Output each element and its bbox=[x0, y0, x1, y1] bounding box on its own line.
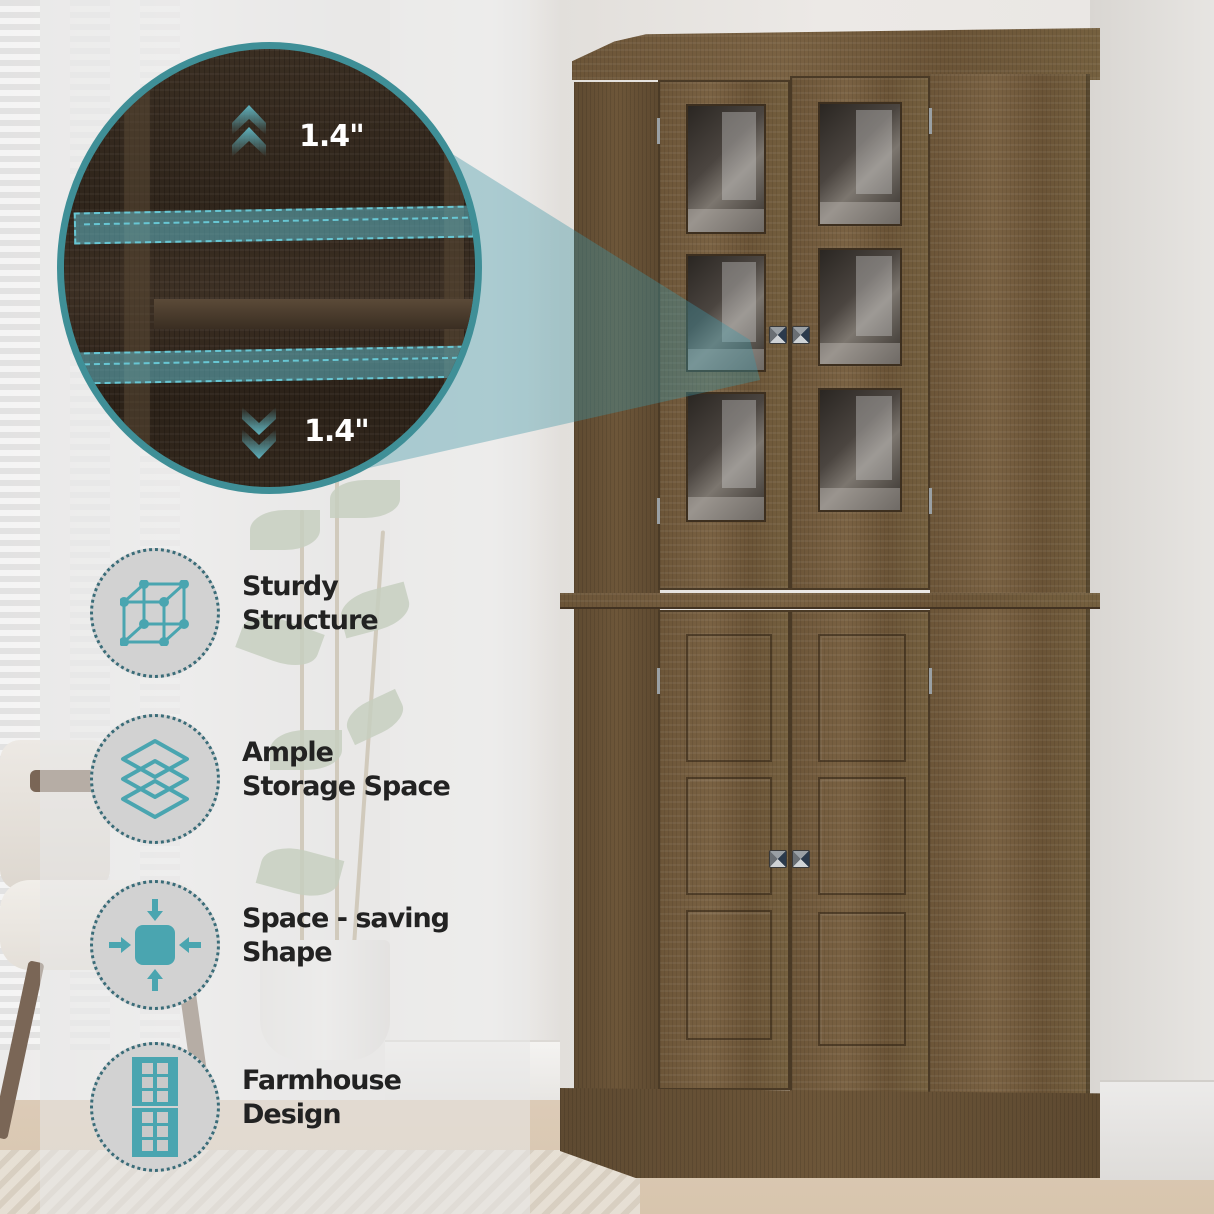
feature-title-line1: Farmhouse bbox=[242, 1065, 402, 1096]
hinge bbox=[929, 108, 932, 134]
cabinet-door-icon bbox=[132, 1057, 178, 1157]
feature-farmhouse-design: Farmhouse Design bbox=[90, 1042, 530, 1182]
layers-icon bbox=[121, 739, 189, 819]
glass-pane bbox=[818, 248, 902, 366]
feature-title-line2: Shape bbox=[242, 937, 333, 968]
feature-title-line2: Structure bbox=[242, 605, 379, 636]
door-knob[interactable] bbox=[792, 850, 810, 868]
feature-space-saving: Space - saving Shape bbox=[90, 880, 530, 1020]
glass-pane bbox=[818, 102, 902, 226]
door-knob[interactable] bbox=[792, 326, 810, 344]
lower-door-left[interactable] bbox=[658, 610, 790, 1090]
shelf-position-upper bbox=[73, 205, 475, 245]
door-knob[interactable] bbox=[769, 850, 787, 868]
shelf-position-lower bbox=[73, 345, 475, 385]
hinge bbox=[657, 668, 660, 694]
feature-title-line1: Sturdy bbox=[242, 571, 339, 602]
door-knob[interactable] bbox=[769, 326, 787, 344]
cabinet-crown bbox=[572, 28, 1100, 80]
hinge bbox=[929, 668, 932, 694]
cube-structure-icon bbox=[120, 580, 189, 646]
corner-cabinet bbox=[560, 28, 1100, 1178]
wall-corner bbox=[1090, 0, 1214, 1214]
shelf-adjust-up-measure: 1.4" bbox=[299, 119, 365, 154]
feature-title-line2: Storage Space bbox=[242, 771, 451, 802]
cabinet-middle-ledge bbox=[560, 593, 1100, 609]
hinge bbox=[929, 488, 932, 514]
hinge bbox=[657, 118, 660, 144]
baseboard bbox=[1100, 1080, 1214, 1180]
glass-pane bbox=[686, 104, 766, 234]
lower-door-right[interactable] bbox=[790, 610, 930, 1094]
upper-door-left[interactable] bbox=[658, 80, 790, 590]
shelf-adjust-down-measure: 1.4" bbox=[304, 414, 370, 449]
hinge bbox=[657, 498, 660, 524]
compress-arrows-icon bbox=[109, 899, 201, 991]
double-chevron-down-icon bbox=[242, 407, 276, 459]
upper-door-right[interactable] bbox=[790, 76, 930, 590]
feature-title-line2: Design bbox=[242, 1099, 342, 1130]
cabinet-plinth bbox=[560, 1088, 1100, 1178]
feature-title-line1: Space - saving bbox=[242, 903, 450, 934]
feature-sturdy-structure: Sturdy Structure bbox=[90, 548, 530, 688]
feature-title-line1: Ample bbox=[242, 737, 334, 768]
double-chevron-up-icon bbox=[232, 105, 266, 157]
glass-pane bbox=[686, 254, 766, 372]
glass-pane bbox=[818, 388, 902, 512]
glass-pane bbox=[686, 392, 766, 522]
feature-ample-storage: Ample Storage Space bbox=[90, 714, 530, 854]
shelf-detail-callout: 1.4" 1.4" bbox=[57, 42, 482, 494]
